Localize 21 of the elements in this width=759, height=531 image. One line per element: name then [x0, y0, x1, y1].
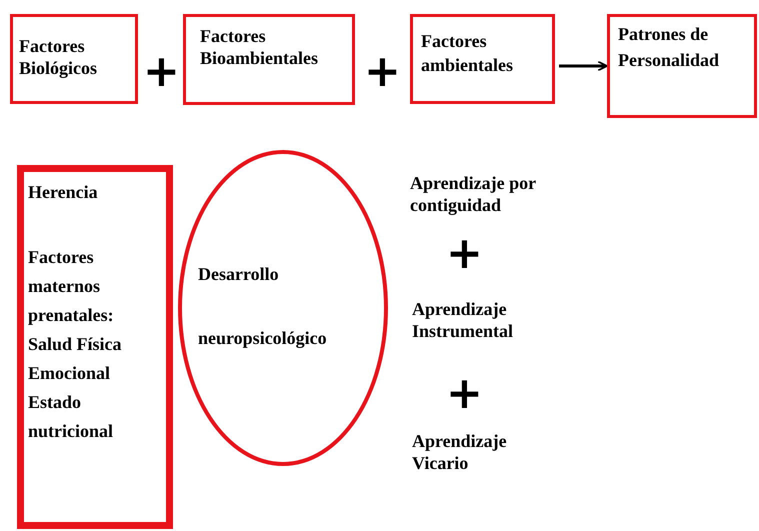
- node-text: Factores maternos prenatales: Salud Física Emocional Estado nutricional: [28, 246, 123, 443]
- text-box: [10, 14, 138, 104]
- label-text: Aprendizaje Vicario: [412, 430, 508, 474]
- node-title: Herencia: [28, 181, 99, 204]
- text-box: [17, 165, 173, 529]
- text-box: [410, 14, 555, 104]
- arrow: [559, 60, 608, 72]
- plus-sign: +: [446, 232, 483, 276]
- label-text: Aprendizaje por contiguidad: [410, 172, 537, 216]
- node-title: Factores ambientales: [421, 30, 514, 77]
- node-title: Desarrollo neuropsicológico: [198, 263, 328, 350]
- plus-sign: +: [364, 50, 401, 94]
- node-title: Factores Biológicos: [19, 35, 98, 79]
- label-text: Aprendizaje Instrumental: [412, 298, 514, 342]
- plus-sign: +: [446, 372, 483, 416]
- text-box: [183, 14, 355, 105]
- node-title: Factores Bioambientales: [200, 25, 320, 69]
- ellipse-node: [178, 150, 388, 466]
- plus-sign: +: [143, 50, 180, 94]
- text-box: [607, 14, 757, 118]
- node-title: Patrones de Personalidad: [618, 23, 720, 72]
